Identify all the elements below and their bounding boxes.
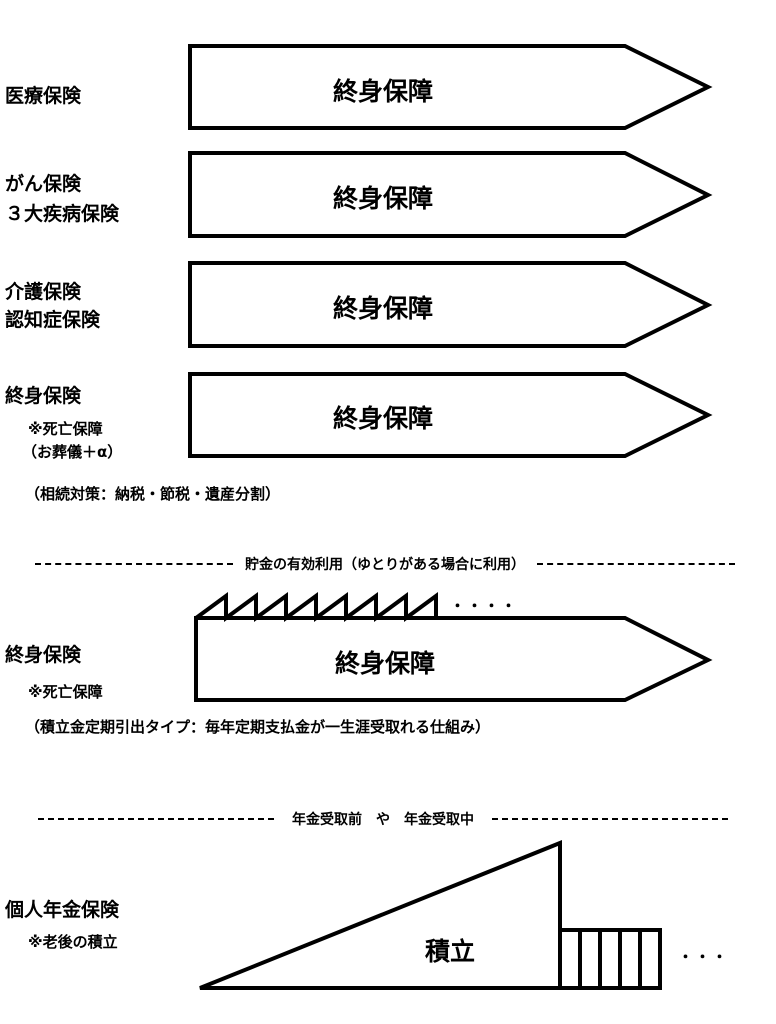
row-label: 終身保険 <box>5 385 82 407</box>
arrow-shape-4 <box>188 372 713 458</box>
row-footnote: （積立金定期引出タイプ：毎年定期支払金が一生涯受取れる仕組み） <box>25 718 491 736</box>
row-note: ※死亡保障 <box>28 420 103 438</box>
row-note: ※死亡保障 <box>28 683 103 701</box>
annuity-payout-bars <box>558 928 662 990</box>
accumulation-triangle <box>199 840 562 990</box>
sawtooth-savings <box>194 592 438 622</box>
row-label: 個人年金保険 <box>5 899 120 921</box>
arrow-text: 終身保障 <box>335 649 436 678</box>
triangle-text: 積立 <box>425 937 476 966</box>
arrow-shape-1 <box>188 44 713 130</box>
continuation-dots: ・・・ <box>678 948 730 966</box>
arrow-text: 終身保障 <box>333 184 434 213</box>
row-note: ※老後の積立 <box>28 933 118 951</box>
arrow-text: 終身保障 <box>333 404 434 433</box>
row-label: 介護保険 <box>5 281 82 303</box>
divider-savings: 貯金の有効利用（ゆとりがある場合に利用） <box>35 554 735 574</box>
arrow-shape-3 <box>188 261 713 348</box>
row-footnote: （相続対策：納税・節税・遺産分割） <box>25 485 281 503</box>
row-label: ３大疾病保険 <box>5 203 120 225</box>
row-label: 医療保険 <box>5 85 82 107</box>
row-label: 終身保険 <box>5 644 82 666</box>
row-label: がん保険 <box>5 173 82 195</box>
divider-text: 貯金の有効利用（ゆとりがある場合に利用） <box>245 557 525 573</box>
row-note: （お葬儀＋α） <box>22 443 123 461</box>
arrow-shape-2 <box>188 151 713 238</box>
divider-pension: 年金受取前 や 年金受取中 <box>38 809 728 829</box>
arrow-text: 終身保障 <box>333 77 434 106</box>
divider-text: 年金受取前 や 年金受取中 <box>292 812 474 828</box>
row-label: 認知症保険 <box>5 309 101 331</box>
continuation-dots: ・・・・ <box>450 597 519 615</box>
arrow-text: 終身保障 <box>333 294 434 323</box>
arrow-shape-5 <box>194 616 713 702</box>
